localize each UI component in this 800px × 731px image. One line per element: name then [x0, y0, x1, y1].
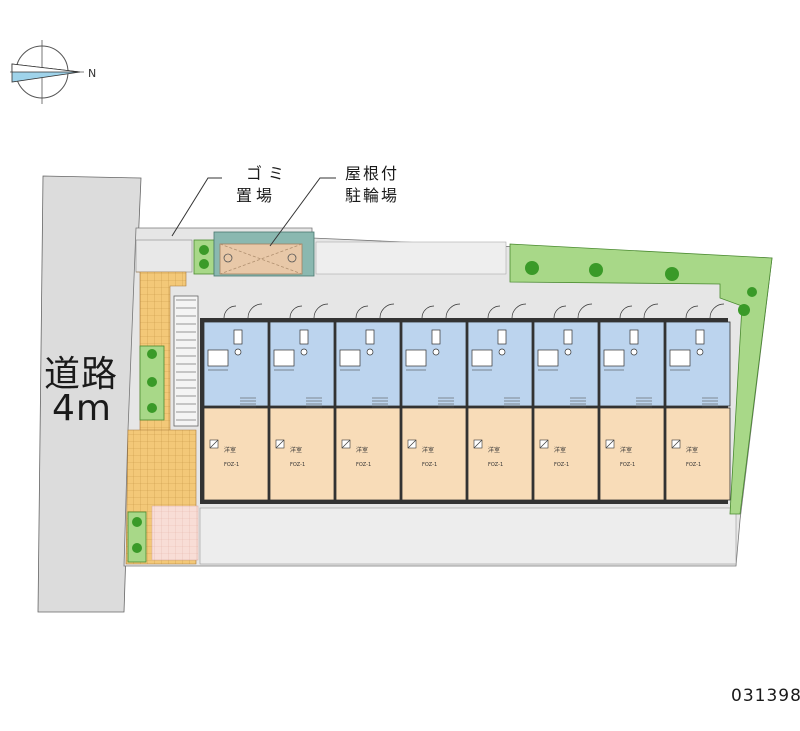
floor-label: FOZ-1: [224, 462, 239, 468]
tree-icon: [132, 517, 142, 527]
tree-icon: [199, 259, 209, 269]
room-label: 洋室: [356, 446, 368, 454]
room-label: 洋室: [224, 446, 236, 454]
tree-icon: [738, 304, 750, 316]
tree-icon: [665, 267, 679, 281]
floor-label: FOZ-1: [488, 462, 503, 468]
tree-icon: [147, 377, 157, 387]
open-space: [315, 241, 507, 275]
bike-parking-cross: [219, 243, 303, 275]
staircase: [173, 295, 199, 427]
stair-steps: [176, 299, 196, 421]
apartment-unit: 洋室 FOZ-1: [467, 303, 533, 501]
floor-label: FOZ-1: [290, 462, 305, 468]
floor-label: FOZ-1: [620, 462, 635, 468]
garbage-area-label-2: 置場: [236, 186, 277, 205]
road-label: 道路: [44, 354, 119, 395]
tree-icon: [132, 543, 142, 553]
tree-icon: [147, 403, 157, 413]
tree-icon: [147, 349, 157, 359]
room-label: 洋室: [620, 446, 632, 454]
front-walkway: [199, 507, 737, 565]
apartment-unit: 洋室 FOZ-1: [269, 303, 335, 501]
garbage-leader-line: [171, 177, 222, 237]
apartment-units: 洋室 FOZ-1 洋室 FOZ-1 洋室 FOZ-1 洋室 FOZ-1 洋室 FOZ-1 洋室 FOZ…: [203, 303, 731, 501]
floor-label: FOZ-1: [356, 462, 371, 468]
room-label: 洋室: [290, 446, 302, 454]
room-label: 洋室: [554, 446, 566, 454]
room-label: 洋室: [686, 446, 698, 454]
bike-parking-label: 屋根付: [345, 164, 400, 183]
room-label: 洋室: [422, 446, 434, 454]
entrance-area: [135, 239, 193, 273]
garbage-area-label: ゴミ: [246, 164, 291, 183]
road-width-label: 4m: [52, 388, 112, 429]
tree-icon: [747, 287, 757, 297]
compass-north-letter: N: [88, 67, 96, 80]
apartment-unit: 洋室 FOZ-1: [203, 303, 269, 501]
compass-icon: N: [10, 40, 96, 104]
tree-icon: [589, 263, 603, 277]
paving-pink: [151, 505, 199, 561]
tree-icon: [525, 261, 539, 275]
bike-leader-line: [269, 177, 336, 247]
room-label: 洋室: [488, 446, 500, 454]
apartment-unit: 洋室 FOZ-1: [533, 303, 599, 501]
property-code: 031398: [731, 686, 800, 706]
floor-label: FOZ-1: [686, 462, 701, 468]
floor-label: FOZ-1: [554, 462, 569, 468]
apartment-unit: 洋室 FOZ-1: [335, 303, 401, 501]
floor-label: FOZ-1: [422, 462, 437, 468]
tree-icon: [199, 245, 209, 255]
bike-icon: [223, 253, 233, 263]
bike-parking-label-2: 駐輪場: [345, 186, 400, 205]
apartment-unit: 洋室 FOZ-1: [599, 303, 665, 501]
apartment-unit: 洋室 FOZ-1: [401, 303, 467, 501]
bike-icon: [287, 253, 297, 263]
apartment-unit: 洋室 FOZ-1: [665, 303, 731, 501]
